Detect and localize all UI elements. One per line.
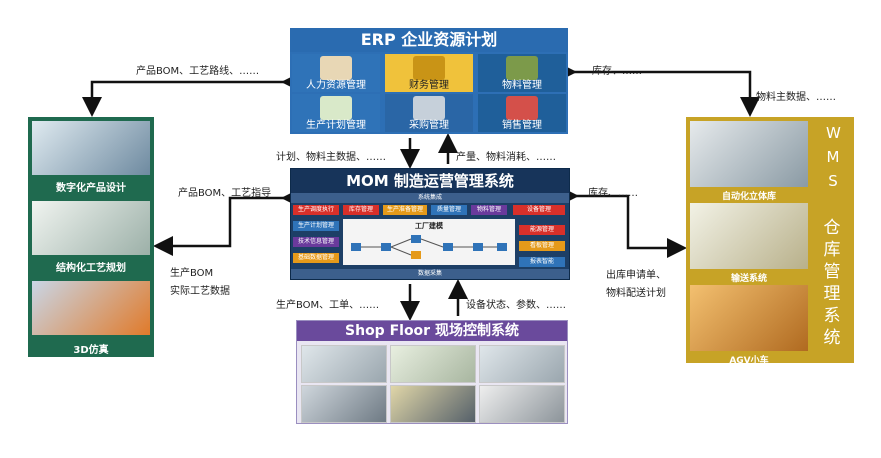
mom-title: MOM 制造运营管理系统	[291, 169, 569, 193]
label-left-bottom-2: 实际工艺数据	[170, 286, 230, 297]
caption-warehouse: 自动化立体库	[721, 192, 776, 202]
sale-tag-icon	[506, 96, 538, 120]
erp-module-planning: 生产计划管理	[292, 94, 380, 132]
shopfloor-title: Shop Floor 现场控制系统	[297, 321, 567, 341]
mom-top-item: 库存管理	[343, 205, 379, 215]
label-erp-right: 库存、……	[592, 66, 642, 77]
mom-left-item: 基础数据管理	[293, 253, 339, 263]
mom-top-item: 生产准备管理	[383, 205, 427, 215]
arrow-mom-right	[559, 186, 687, 258]
conveyor-image	[690, 203, 808, 269]
bearing-image	[479, 385, 565, 423]
caption-product-design: 数字化产品设计	[56, 183, 126, 194]
caption-conveyor: 输送系统	[730, 274, 767, 284]
mom-top-item: 物料管理	[471, 205, 507, 215]
erp-module-finance: 财务管理	[385, 54, 473, 92]
warehouse-image	[690, 121, 808, 187]
design-panel: 数字化产品设计 结构化工艺规划 3D仿真	[28, 117, 154, 357]
label-wms-bottom-1: 出库申请单、	[606, 270, 666, 281]
erp-module-hr: 人力资源管理	[292, 54, 380, 92]
shopfloor-system: Shop Floor 现场控制系统	[296, 320, 568, 424]
mom-system: MOM 制造运营管理系统 系统集成 生产调度执行 生产计划管理 技术信息管理 基…	[290, 168, 570, 280]
label-mom-left: 产品BOM、工艺指导	[178, 188, 272, 199]
mom-right-item: 能源管理	[519, 225, 565, 235]
caption-agv: AGV小车	[729, 356, 769, 366]
mom-top-item: 设备管理	[513, 205, 565, 215]
process-planning-image	[32, 201, 150, 255]
label-left-bottom-1: 生产BOM	[170, 268, 214, 279]
arrow-erp-left	[82, 72, 301, 117]
arrow-erp-right	[557, 62, 760, 117]
caption-process-planning: 结构化工艺规划	[56, 263, 126, 274]
erp-module-sales: 销售管理	[478, 94, 566, 132]
person-icon	[320, 56, 352, 80]
erp-system: ERP 企业资源计划 人力资源管理 财务管理 物料管理 生产计划管理 采购管理 …	[290, 28, 568, 134]
label-wms-bottom-2: 物料配送计划	[606, 288, 666, 299]
agv-image	[690, 285, 808, 351]
mom-left-item: 生产计划管理	[293, 221, 339, 231]
caption-simulation: 3D仿真	[73, 345, 109, 356]
cart-icon	[413, 96, 445, 120]
box-icon	[506, 56, 538, 80]
factory-model-label: 工厂建模	[415, 222, 443, 230]
machine-image	[390, 345, 476, 383]
workflow-icon	[351, 235, 507, 259]
wms-vertical-title: WMS	[826, 124, 841, 190]
label-erp-mom-up: 产量、物料消耗、……	[456, 152, 556, 163]
mom-left-item: 技术信息管理	[293, 237, 339, 247]
label-mom-sf-down: 生产BOM、工单、……	[276, 300, 380, 311]
money-icon	[413, 56, 445, 80]
erp-module-purchase: 采购管理	[385, 94, 473, 132]
machine-image	[479, 345, 565, 383]
mom-right-item: 看板管理	[519, 241, 565, 251]
label-mom-sf-up: 设备状态、参数、……	[466, 300, 566, 311]
label-mom-right: 库存、……	[588, 188, 638, 199]
mom-bottom-bar: 数据采集	[291, 269, 569, 279]
product-design-image	[32, 121, 150, 175]
simulation-image	[32, 281, 150, 335]
erp-module-material: 物料管理	[478, 54, 566, 92]
mom-top-bar: 系统集成	[291, 193, 569, 203]
wms-vertical-subtitle: 仓库管理系统	[823, 218, 841, 348]
document-icon	[320, 96, 352, 120]
mom-left-item: 生产调度执行	[293, 205, 339, 215]
label-wms-top: 物料主数据、……	[756, 92, 836, 103]
arrow-mom-left	[153, 188, 301, 256]
label-erp-mom-down: 计划、物料主数据、……	[276, 152, 386, 163]
erp-title: ERP 企业资源计划	[290, 28, 568, 52]
machine-image	[301, 345, 387, 383]
controller-image	[301, 385, 387, 423]
wms-panel: 自动化立体库 输送系统 AGV小车 WMS 仓库管理系统	[686, 117, 854, 366]
controller-image	[390, 385, 476, 423]
mom-top-item: 质量管理	[431, 205, 467, 215]
factory-model-panel: 工厂建模	[343, 219, 515, 265]
label-erp-left: 产品BOM、工艺路线、……	[136, 66, 260, 77]
mom-right-item: 报表智能	[519, 257, 565, 267]
